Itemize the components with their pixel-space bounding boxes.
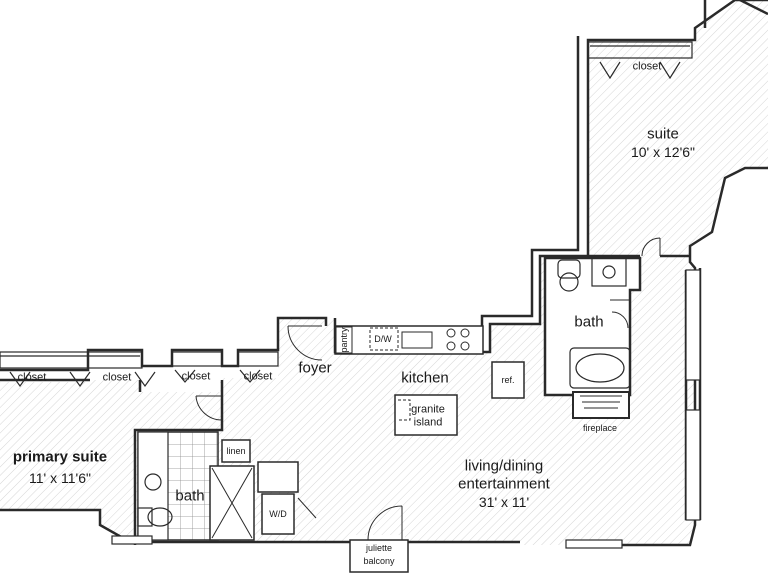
- living-label-2: entertainment: [458, 475, 550, 493]
- primary-walls: [133, 392, 224, 545]
- washer-dryer: [257, 461, 317, 535]
- suite-closet: [587, 41, 693, 80]
- suite-closet-label: closet: [632, 60, 662, 73]
- linen-label: linen: [226, 445, 246, 456]
- kitchen-label: kitchen: [401, 369, 449, 387]
- lower-bath: [137, 431, 255, 541]
- primary-closets: [0, 351, 279, 388]
- primary-suite-size: 11' x 11'6": [29, 469, 91, 486]
- refrigerator-label: ref.: [501, 374, 515, 385]
- living-label-1: living/dining: [464, 457, 544, 475]
- suite-room-label: suite: [647, 125, 679, 143]
- upper-bath-label: bath: [574, 313, 604, 331]
- upper-bath: [543, 256, 642, 397]
- washer-dryer-label: W/D: [269, 508, 287, 519]
- lower-bath-label: bath: [175, 487, 205, 505]
- living-size: 31' x 11': [478, 493, 530, 510]
- juliette-balcony: [349, 505, 409, 573]
- hall-closet-2-label: closet: [243, 370, 273, 383]
- kitchen-counters: [334, 325, 525, 436]
- juliette-label-1: juliette: [365, 542, 393, 553]
- suite-walls: [588, 237, 690, 258]
- juliette-label-2: balcony: [363, 555, 395, 566]
- floor-area: [0, 0, 768, 545]
- windows: [111, 269, 701, 549]
- fireplace-label: fireplace: [582, 422, 618, 433]
- island-label-1: granite: [411, 403, 445, 416]
- primary-suite-label: primary suite: [12, 448, 108, 466]
- fireplace: [572, 391, 630, 419]
- foyer-label: foyer: [298, 359, 332, 377]
- hall-closet-1-label: closet: [181, 370, 211, 383]
- primary-closet-1-label: closet: [17, 371, 47, 384]
- foyer-door: [287, 325, 323, 361]
- pantry-label: pantry: [338, 327, 349, 353]
- primary-closet-2-label: closet: [102, 371, 132, 384]
- suite-room-size: 10' x 12'6": [630, 143, 696, 160]
- dishwasher-label: D/W: [374, 333, 392, 344]
- island-label-2: island: [413, 416, 443, 429]
